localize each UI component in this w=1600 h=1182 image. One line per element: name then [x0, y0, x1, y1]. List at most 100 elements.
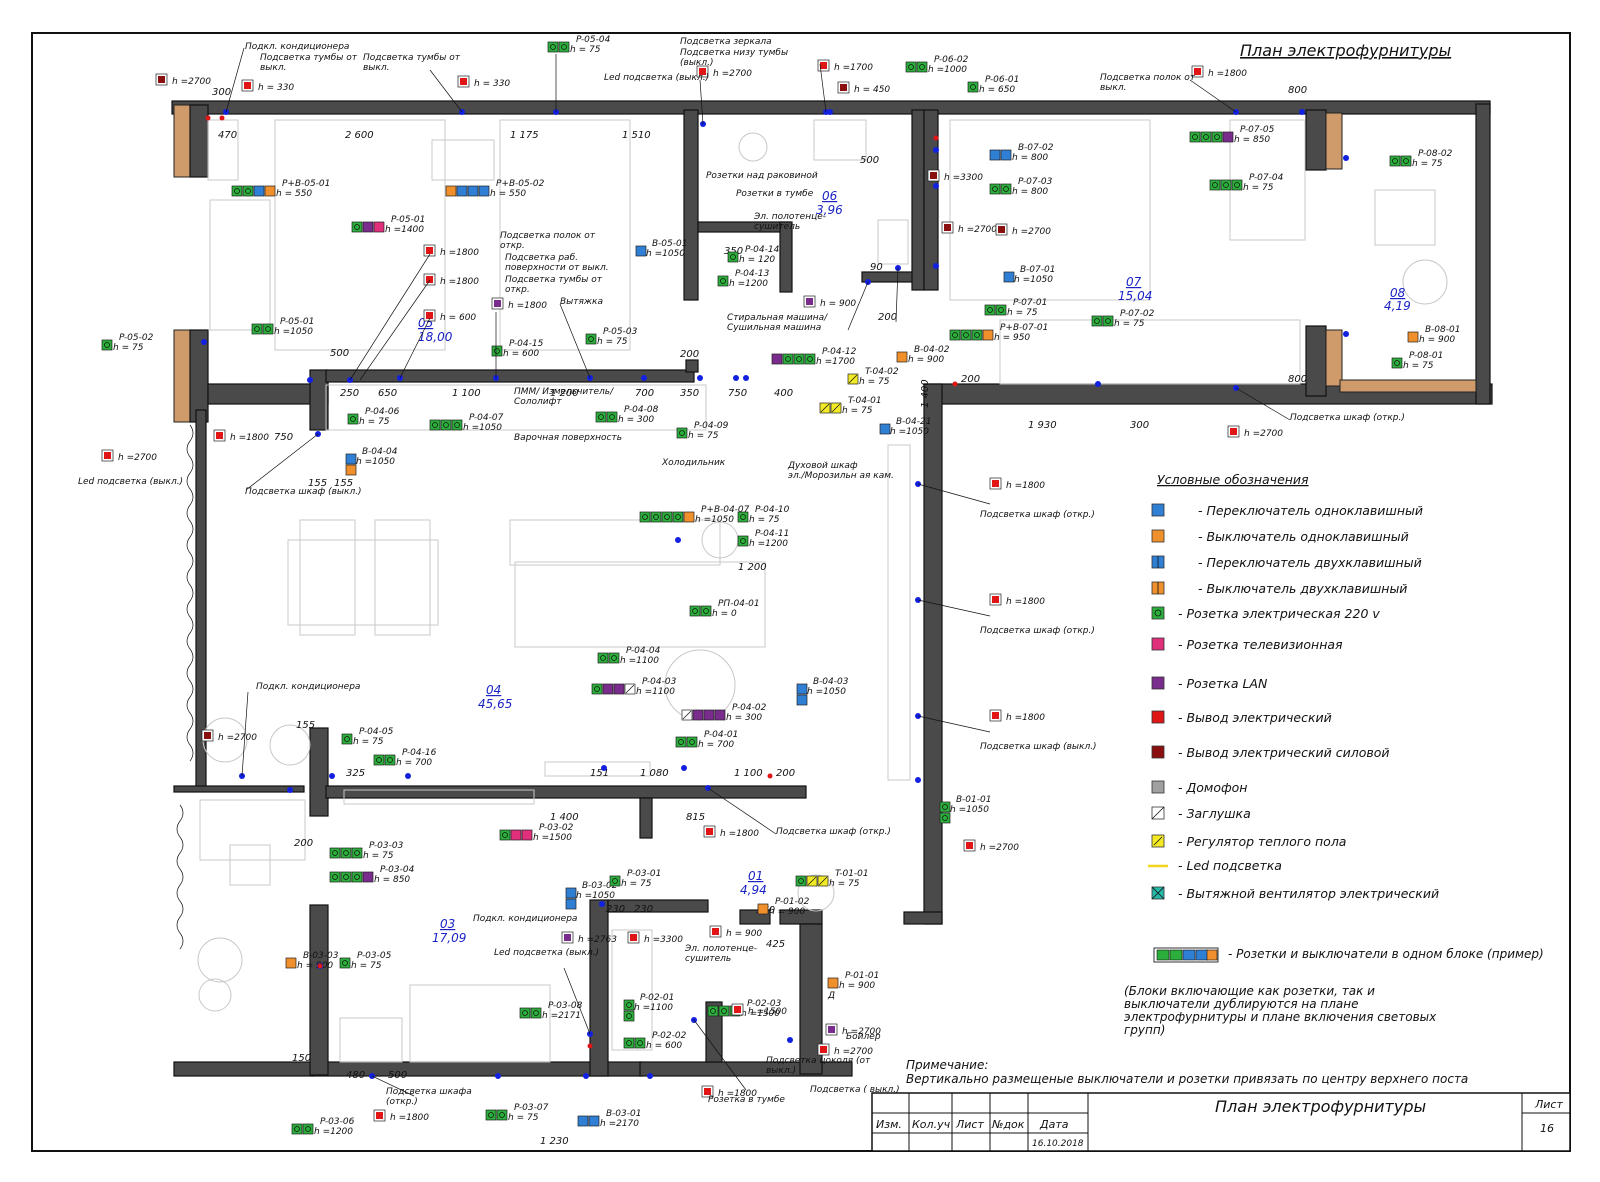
annotation-note: Подсветка шкаф (откр.): [1290, 413, 1405, 423]
curtain-left: [186, 424, 194, 762]
svg-text:350: 350: [680, 388, 699, 399]
device-block: B-08-01h = 900: [1407, 325, 1460, 345]
connection-point: [641, 375, 647, 381]
outlet-marker: h = 450: [837, 81, 890, 95]
svg-text:1 100: 1 100: [452, 388, 481, 399]
svg-text:03: 03: [440, 917, 455, 931]
outlet-height: h =2763: [578, 935, 617, 945]
device-height: h =1200: [729, 279, 768, 289]
outlet-height: h = 450: [854, 85, 890, 95]
device-block: P-03-07h = 75: [485, 1103, 549, 1123]
legend-item-label: - Выключатель двухклавишный: [1198, 581, 1407, 596]
device-block: P-01-01h = 900: [827, 971, 879, 991]
device-block: PП-04-01h = 0: [689, 599, 760, 619]
svg-text:815: 815: [686, 812, 705, 823]
outlet-marker: h =2700: [941, 221, 997, 235]
outlet-marker: h =1800: [1191, 65, 1247, 79]
annotation-note: Вытяжка: [560, 297, 603, 307]
device-height: h = 75: [351, 961, 382, 971]
device-id: B-04-02: [914, 345, 950, 355]
device-height: h = 75: [359, 417, 390, 427]
outlet-height: h = 900: [820, 299, 856, 309]
outlet-marker: h =2700: [101, 449, 157, 463]
device-block: P-03-01h = 75: [609, 869, 661, 889]
connection-point: [205, 115, 211, 121]
svg-text:150: 150: [292, 1053, 311, 1064]
device-id: B-07-02: [1018, 143, 1054, 153]
device-height: h =1050: [274, 327, 313, 337]
device-id: P-04-09: [694, 421, 729, 431]
device-block: P-04-05h = 75: [341, 727, 394, 747]
device-block: P-05-03h = 75: [585, 327, 638, 347]
svg-text:Дата: Дата: [1039, 1118, 1069, 1131]
device-block: B-03-03h = 900: [285, 951, 339, 971]
legend-item: - Розетка электрическая 220 v: [1151, 606, 1380, 621]
device-id: P-05-04: [576, 35, 611, 45]
svg-text:155: 155: [296, 720, 315, 731]
device-height: h =1200: [314, 1127, 353, 1137]
device-block: B-04-21h =1050: [879, 417, 931, 437]
outlet-height: h =1800: [1006, 481, 1045, 491]
dimensions: 300 470 2 600 1 175 1 510 800 500 250 65…: [212, 85, 1307, 1147]
outlet-marker: h =2763: [561, 931, 617, 945]
annotation-note: Д: [827, 991, 835, 1001]
device-id: P-04-16: [402, 748, 437, 758]
device-id: P-03-01: [627, 869, 661, 879]
annotation-note: Розетка в тумбе: [708, 1095, 785, 1105]
device-height: h = 120: [739, 255, 775, 265]
outlet-marker: h =2700: [1227, 425, 1283, 439]
annotation-note: Подкл. кондиционера: [256, 682, 360, 692]
device-height: h =1050: [950, 805, 989, 815]
svg-text:500: 500: [860, 155, 879, 166]
connection-point: [1299, 109, 1305, 115]
outlet-marker: h =2700: [995, 223, 1051, 237]
device-id: P-02-01: [640, 993, 674, 1003]
svg-text:08: 08: [1390, 286, 1406, 300]
legend-item-label: - Вывод электрический: [1178, 710, 1332, 725]
device-height: h =1050: [1014, 275, 1053, 285]
device-block: P+B-05-02h = 550: [445, 179, 545, 199]
device-id: P-04-02: [732, 703, 767, 713]
device-id: P-05-01: [391, 215, 425, 225]
annotation-note: Led подсветка (выкл.): [494, 948, 599, 958]
device-id: B-04-03: [813, 677, 849, 687]
device-height: h = 75: [363, 851, 394, 861]
connection-point: [219, 115, 225, 121]
device-block: P-05-01h =1050: [251, 317, 314, 337]
outlet-height: h =1800: [1208, 69, 1247, 79]
device-height: h =1400: [385, 225, 424, 235]
device-height: h = 550: [276, 189, 312, 199]
svg-text:200: 200: [878, 312, 897, 323]
outlet-marker: h =3300: [627, 931, 683, 945]
svg-text:250: 250: [340, 388, 359, 399]
device-height: h = 75: [688, 431, 719, 441]
outlet-marker: h =2700: [817, 1043, 873, 1057]
svg-text:1 200: 1 200: [550, 388, 579, 399]
outlet-height: h =1800: [1006, 597, 1045, 607]
device-id: P-04-13: [735, 269, 770, 279]
device-height: h = 800: [1012, 187, 1048, 197]
device-id: P-05-02: [119, 333, 154, 343]
device-block: P-04-09h = 75: [676, 421, 729, 441]
outlet-marker: h = 900: [803, 295, 856, 309]
svg-text:01: 01: [748, 869, 763, 883]
legend-item-label: - Розетка электрическая 220 v: [1178, 606, 1380, 621]
outlet-marker: h =1500: [731, 1003, 787, 1017]
outlet-height: h =2700: [1012, 227, 1051, 237]
connection-point: [675, 537, 681, 543]
device-block: P-04-01h = 700: [675, 730, 738, 750]
device-block: P-03-04h = 850: [329, 865, 415, 885]
device-id: T-04-01: [848, 396, 882, 406]
device-height: h = 75: [749, 515, 780, 525]
connection-point: [583, 1073, 589, 1079]
annotation-note: Розетки в тумбе: [736, 189, 814, 199]
svg-text:230: 230: [606, 904, 625, 915]
connection-point: [787, 1037, 793, 1043]
svg-text:230: 230: [634, 904, 653, 915]
walls: [171, 100, 1493, 1077]
svg-text:№док: №док: [991, 1118, 1025, 1131]
connection-point: [647, 1073, 653, 1079]
device-id: P-07-02: [1120, 309, 1155, 319]
device-id: P-04-06: [365, 407, 400, 417]
